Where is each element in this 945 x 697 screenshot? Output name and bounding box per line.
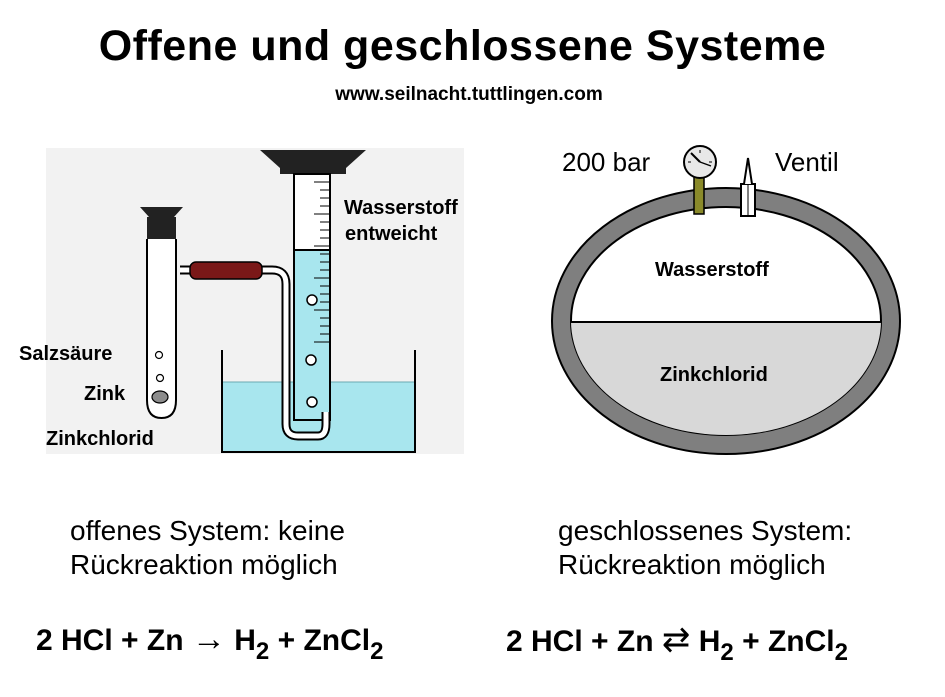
equation-closed-product1-sub: 2 <box>720 639 734 666</box>
equation-open-product2-sub: 2 <box>370 638 384 665</box>
label-zinc-chloride-open: Zinkchlorid <box>46 428 154 450</box>
equation-closed-product2: ZnCl <box>767 625 835 658</box>
label-hydrogen-escapes-2: entweicht <box>345 223 438 245</box>
gas-collecting-cylinder <box>260 150 366 421</box>
label-hydrochloric-acid: Salzsäure <box>19 343 113 365</box>
equation-open: 2 HCl + Zn → H2 + ZnCl2 <box>36 620 383 665</box>
source-url: www.seilnacht.tuttlingen.com <box>335 84 603 105</box>
label-zinc-chloride-closed: Zinkchlorid <box>660 364 768 386</box>
caption-open-line1: offenes System: keine <box>70 515 345 546</box>
label-valve: Ventil <box>775 147 839 177</box>
label-zinc: Zink <box>84 383 126 405</box>
zinc-piece <box>151 390 169 404</box>
zinc-chloride-liquid <box>571 322 881 435</box>
valve-icon <box>740 157 756 217</box>
caption-open-line2: Rückreaktion möglich <box>70 549 338 580</box>
equation-closed-reactants: 2 HCl + Zn <box>506 625 654 658</box>
equation-open-product1-sub: 2 <box>255 638 270 665</box>
caption-closed-line1: geschlossenes System: <box>558 515 853 546</box>
pressure-gauge-icon <box>683 145 717 215</box>
label-hydrogen-escapes-1: Wasserstoff <box>344 197 458 219</box>
equation-closed-product1: H <box>698 625 721 658</box>
label-hydrogen-closed: Wasserstoff <box>655 259 769 281</box>
rubber-hose <box>189 261 263 280</box>
caption-closed-line2: Rückreaktion möglich <box>558 549 826 580</box>
equation-open-reactants: 2 HCl + Zn <box>36 624 184 657</box>
reaction-arrow-icon: → <box>191 620 226 658</box>
equation-open-product1: H <box>234 624 256 657</box>
equation-open-plus: + <box>277 624 296 657</box>
equation-open-product2: ZnCl <box>303 624 371 657</box>
equation-closed-plus: + <box>742 625 760 658</box>
delivery-tube <box>180 265 331 441</box>
equilibrium-arrow-icon: ⇄ <box>661 621 691 659</box>
equation-closed-product2-sub: 2 <box>834 639 848 666</box>
page-title: Offene und geschlossene Systeme <box>98 22 827 70</box>
equation-closed: 2 HCl + Zn ⇄ H2 + ZnCl2 <box>506 620 848 666</box>
test-tube <box>140 207 183 420</box>
label-pressure: 200 bar <box>562 147 651 177</box>
